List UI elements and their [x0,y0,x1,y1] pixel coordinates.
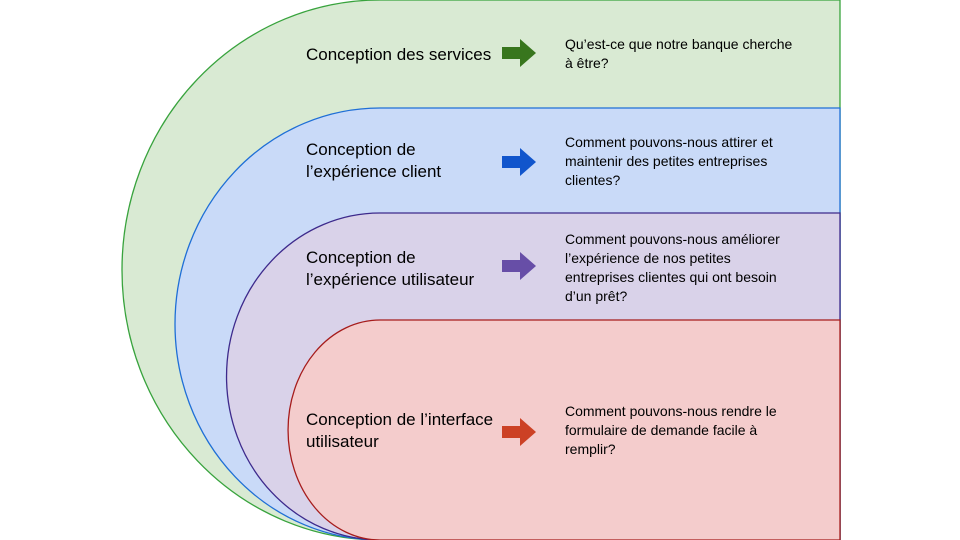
arrow-right-icon [502,418,536,446]
layer-user-interface: Conception de l’interface utilisateur Co… [287,319,841,540]
title-line: Conception de [306,248,416,267]
layer-customer-experience-question: Comment pouvons-nous attirer et mainteni… [565,134,777,188]
layer-user-experience-question: Comment pouvons-nous améliorer l’expérie… [565,231,784,304]
layer-user-interface-question: Comment pouvons-nous rendre le formulair… [565,403,781,457]
question-line: remplir? [565,441,616,457]
question-line: maintenir des petites entreprises [565,153,767,169]
layer-services-title: Conception des services [306,45,491,64]
title-line: l’expérience client [306,162,441,181]
question-line: Qu’est-ce que notre banque cherche [565,36,792,52]
arrow-right-icon [502,39,536,67]
arrow-right-icon [502,252,536,280]
title-line: Conception des services [306,45,491,64]
question-line: l’expérience de nos petites [565,250,731,266]
layer-user-experience-title: Conception de l’expérience utilisateur [306,248,475,289]
title-line: Conception de [306,140,416,159]
layer-user-interface-title: Conception de l’interface utilisateur [306,410,498,451]
arrow-right-icon [502,148,536,176]
question-line: Comment pouvons-nous améliorer [565,231,780,247]
layer-customer-experience-title: Conception de l’expérience client [306,140,441,181]
question-line: entreprises clientes qui ont besoin [565,269,777,285]
question-line: d’un prêt? [565,288,627,304]
title-line: Conception de l’interface [306,410,493,429]
title-line: utilisateur [306,432,379,451]
question-line: formulaire de demande facile à [565,422,757,438]
question-line: Comment pouvons-nous rendre le [565,403,777,419]
layer-services-question: Qu’est-ce que notre banque cherche à êtr… [565,36,796,71]
title-line: l’expérience utilisateur [306,270,475,289]
question-line: à être? [565,55,609,71]
question-line: Comment pouvons-nous attirer et [565,134,773,150]
layer-user-interface-shape [287,319,841,540]
question-line: clientes? [565,172,620,188]
